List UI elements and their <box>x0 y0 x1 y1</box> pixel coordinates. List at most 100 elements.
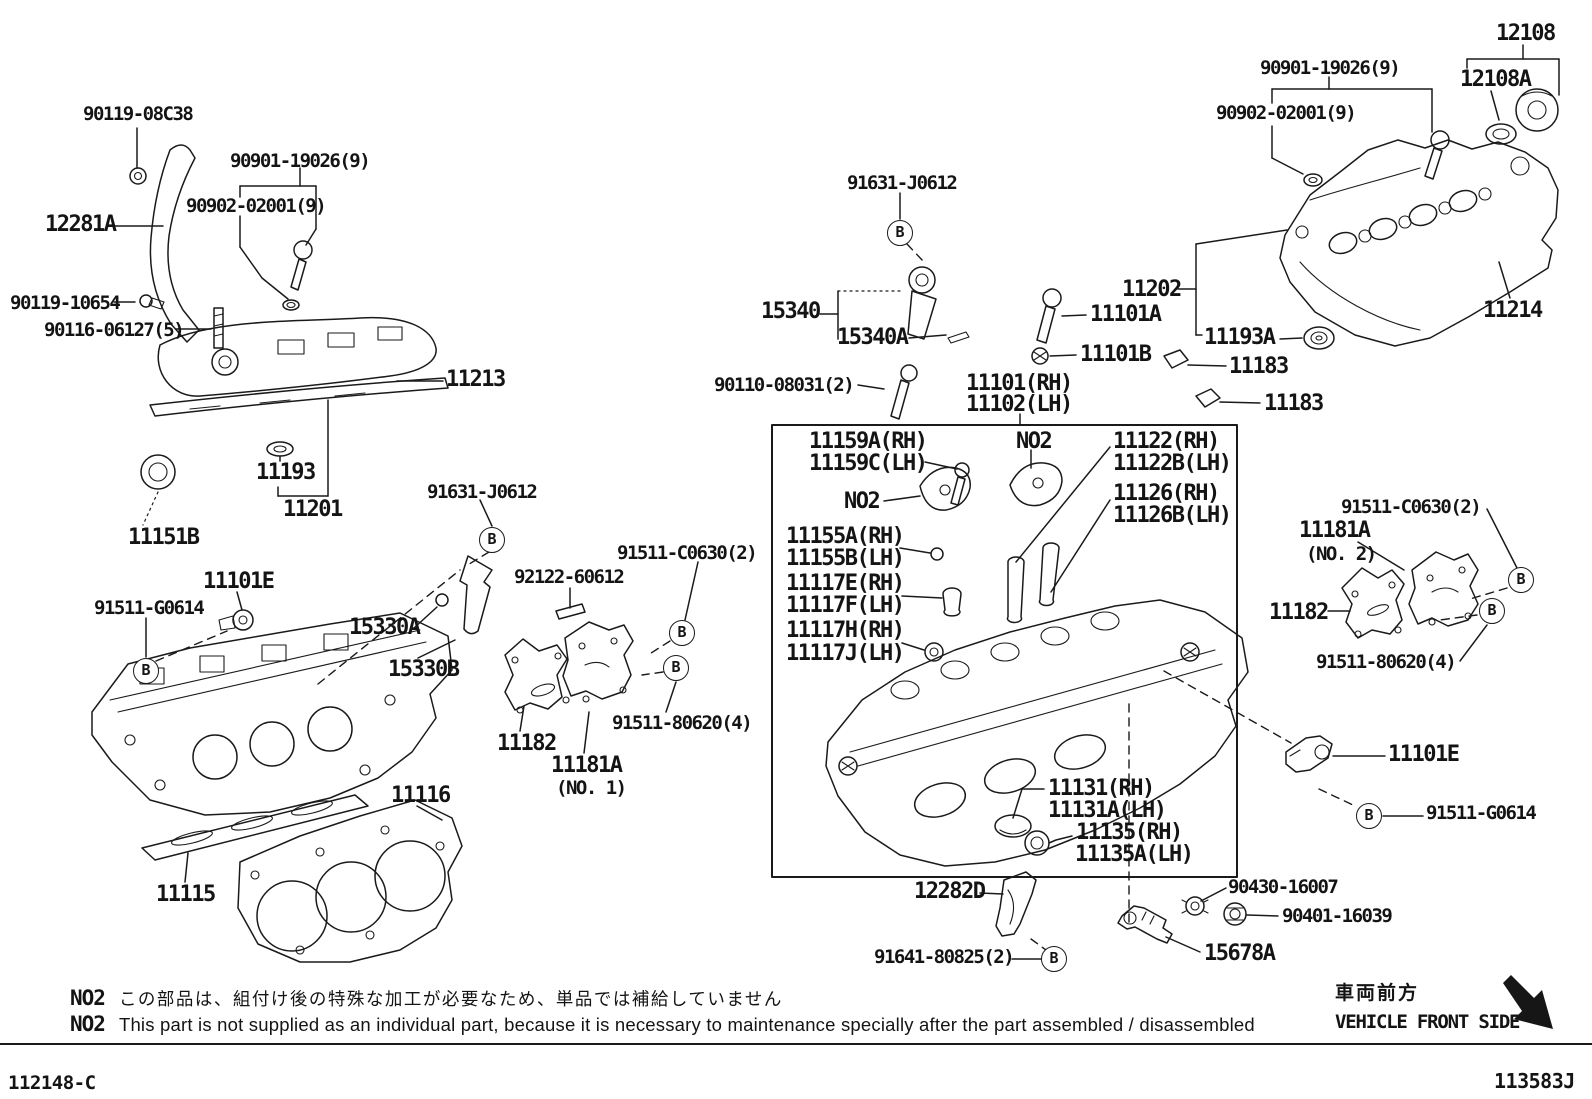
part-callout: 91641-80825(2) <box>874 946 1015 968</box>
note-line-1: NO2 この部品は、組付け後の特殊な加工が必要なため、単品では補給していません <box>70 986 783 1011</box>
part-callout: 90116-06127(5) <box>44 319 185 341</box>
part-callout: 11181A <box>1299 518 1371 543</box>
part-callout: 11159A(RH) <box>809 429 928 454</box>
figure-code: 112148-C <box>8 1072 96 1094</box>
part-callout: 11131A(LH) <box>1048 798 1167 823</box>
part-callout: (NO. 2) <box>1306 543 1377 565</box>
orientation-japanese: 車両前方 <box>1335 982 1420 1004</box>
bolt-marker-b: B <box>1479 598 1505 624</box>
bolt-marker-b: B <box>1356 803 1382 829</box>
part-callout: 90119-08C38 <box>83 103 194 125</box>
leader-lines <box>111 44 1560 960</box>
part-callout: 11117E(RH) <box>786 571 905 596</box>
part-callout: 90902-02001(9) <box>1216 102 1357 124</box>
part-callout: 12108 <box>1496 21 1556 46</box>
part-callout: 12281A <box>45 212 117 237</box>
part-callout: 11201 <box>283 497 343 522</box>
part-callout: NO2 <box>1016 429 1053 454</box>
part-callout: 90901-19026(9) <box>230 150 371 172</box>
part-callout: 11151B <box>128 525 200 550</box>
bottom-parts-sketch <box>995 871 1247 944</box>
part-callout: 11101B <box>1080 342 1152 367</box>
part-callout: 91511-C0630(2) <box>1341 496 1482 518</box>
part-callout: 15330B <box>388 657 460 682</box>
part-callout: 11115 <box>156 882 216 907</box>
bolt-marker-b: B <box>1508 567 1534 593</box>
detail-box <box>771 424 1238 878</box>
bolt-marker-b: B <box>669 620 695 646</box>
part-callout: 11101E <box>203 569 275 594</box>
part-callout: 11135(RH) <box>1076 820 1183 845</box>
part-callout: 91511-80620(4) <box>1316 651 1457 673</box>
dipstick-guide-sketch <box>129 144 224 349</box>
part-callout: 90901-19026(9) <box>1260 57 1401 79</box>
part-callout: 11193 <box>256 460 316 485</box>
cylinder-head-rh-sketch <box>825 462 1249 867</box>
part-callout: 11214 <box>1483 298 1543 323</box>
valve-cover-lh-sketch <box>140 316 449 490</box>
part-callout: 11155B(LH) <box>786 546 905 571</box>
part-callout: 91511-C0630(2) <box>617 542 758 564</box>
note-tag: NO2 <box>70 1012 106 1036</box>
part-callout: 91631-J0612 <box>427 481 538 503</box>
note-text-japanese: この部品は、組付け後の特殊な加工が必要なため、単品では補給していません <box>118 990 783 1010</box>
bolt-marker-b: B <box>663 655 689 681</box>
vehicle-orientation: 車両前方 VEHICLE FRONT SIDE <box>1335 978 1521 1033</box>
injector-and-brackets-sketch <box>435 555 634 714</box>
part-callout: 90401-16039 <box>1282 905 1393 927</box>
part-callout: 11183 <box>1264 391 1324 416</box>
valve-cover-rh-sketch <box>282 88 1559 408</box>
dashed-lines <box>142 243 1508 951</box>
part-callout: 11135A(LH) <box>1075 842 1194 867</box>
part-callout: 11202 <box>1122 277 1182 302</box>
part-callout: 90902-02001(9) <box>186 195 327 217</box>
part-callout: 90430-16007 <box>1228 876 1339 898</box>
part-callout: 11193A <box>1204 325 1276 350</box>
part-callout: 11117H(RH) <box>786 618 905 643</box>
part-callout: 11117F(LH) <box>786 593 905 618</box>
vehicle-front-arrow <box>1503 975 1553 1029</box>
part-callout: 11155A(RH) <box>786 524 905 549</box>
part-callout: 11182 <box>1269 600 1329 625</box>
part-callout: 11101A <box>1090 302 1162 327</box>
part-callout: 11101(RH) <box>966 371 1073 396</box>
part-callout: 11122(RH) <box>1113 429 1220 454</box>
orientation-english: VEHICLE FRONT SIDE <box>1335 1011 1521 1033</box>
figure-number: 113583J <box>1494 1069 1575 1093</box>
part-callout: 91511-G0614 <box>1426 802 1537 824</box>
part-callout: 11126(RH) <box>1113 481 1220 506</box>
part-callout: 11122B(LH) <box>1113 451 1232 476</box>
part-callout: 11102(LH) <box>966 392 1073 417</box>
part-callout: 90110-08031(2) <box>714 374 855 396</box>
part-callout: 11159C(LH) <box>809 451 928 476</box>
part-callout: 11182 <box>497 731 557 756</box>
note-line-2: NO2 This part is not supplied as an indi… <box>70 1012 1255 1036</box>
right-brackets-sketch <box>1285 551 1479 773</box>
note-text-english: This part is not supplied as an individu… <box>118 1014 1255 1035</box>
part-callout: 11131(RH) <box>1048 776 1155 801</box>
part-callout: (NO. 1) <box>556 777 627 799</box>
part-callout: 11101E <box>1388 742 1460 767</box>
part-callout: 12108A <box>1460 67 1532 92</box>
part-callout: 12282D <box>914 879 986 904</box>
part-callout: 15678A <box>1204 941 1276 966</box>
cam-sensor-sketch <box>890 266 1062 420</box>
part-callout: 15340A <box>837 325 909 350</box>
bolt-marker-b: B <box>479 527 505 553</box>
cylinder-head-lh-sketch <box>91 612 463 963</box>
sensor-lh-sketch <box>218 609 254 631</box>
part-callout: NO2 <box>844 489 881 514</box>
part-callout: 11117J(LH) <box>786 641 905 666</box>
part-callout: 11116 <box>391 783 451 808</box>
part-callout: 11183 <box>1229 354 1289 379</box>
part-callout: 11213 <box>446 367 506 392</box>
part-callout: 11181A <box>551 753 623 778</box>
part-callout: 92122-60612 <box>514 566 625 588</box>
bolt-marker-b: B <box>887 220 913 246</box>
bolt-marker-b: B <box>1041 946 1067 972</box>
bolt-marker-b: B <box>133 658 159 684</box>
part-callout: 91511-80620(4) <box>612 712 753 734</box>
part-callout: 15330A <box>349 615 421 640</box>
